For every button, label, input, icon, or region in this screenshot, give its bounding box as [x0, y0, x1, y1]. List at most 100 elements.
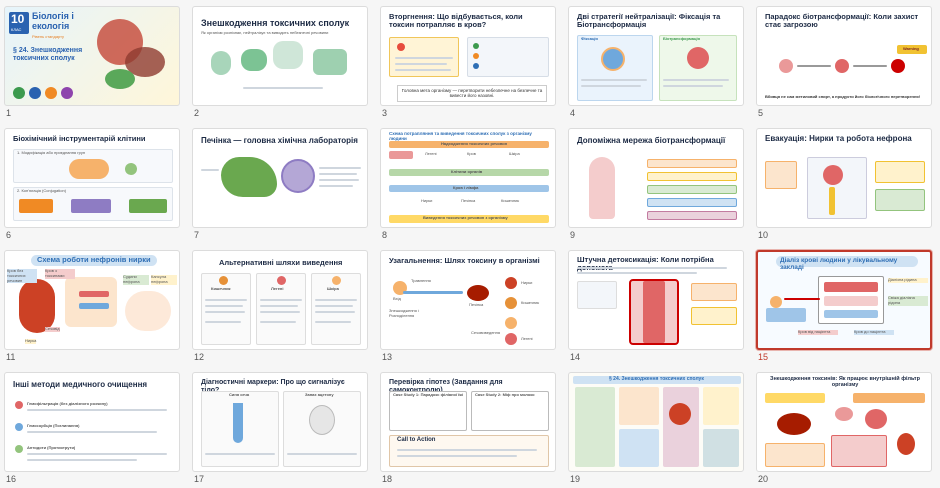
slide-thumbnail-1[interactable]: 10 КЛАС Біологія і екологія Рівень станд…	[4, 6, 180, 122]
slide-number: 14	[570, 352, 581, 362]
slide-2-subtitle: Як організм розпізнає, нейтралізує та ви…	[201, 30, 329, 35]
step-modification: 1. Модифікація або приєднання груп	[17, 150, 86, 155]
organ-kidneys: Нирки	[421, 198, 433, 203]
label-capsule: Капсула нефрона	[151, 274, 177, 285]
slide-number: 20	[758, 474, 769, 484]
liver-illustration	[241, 49, 267, 71]
slide-number: 5	[758, 108, 764, 118]
slide-11-canvas: Схема роботи нефронів нирки Кров без ток…	[4, 250, 180, 350]
col-intestine: Кишечник	[211, 286, 231, 291]
method-hemosorption: Гемосорбція (Поглинання)	[27, 423, 80, 428]
slide-number: 18	[382, 474, 393, 484]
slide-thumbnail-19[interactable]: § 24. Знешкодження токсичних сполук 19	[568, 372, 744, 488]
slide-thumbnail-8[interactable]: Схема потрапляння та виведення токсичних…	[380, 128, 556, 244]
lungs-illustration	[273, 41, 303, 69]
slide-number: 12	[194, 352, 205, 362]
step-neutralize: Знешкодження і Розподілення	[389, 308, 419, 318]
step-conjugation: 2. Кон'югація (Conjugation)	[17, 188, 67, 193]
slide-3-footer: Головна мета організму — перетворити неб…	[397, 85, 547, 102]
organ-skin: Шкіра	[509, 151, 520, 156]
slide-16-canvas: Інші методи медичного очищення Гемофільт…	[4, 372, 180, 472]
col-lungs: Легені	[271, 286, 284, 291]
step-kidneys: Нирки	[521, 280, 533, 285]
slide-14-canvas: Штучна детоксикація: Коли потрібна допом…	[568, 250, 744, 350]
slide-3-title: Вторгнення: Що відбувається, коли токсин…	[389, 12, 523, 30]
lungs-column	[256, 273, 306, 345]
slide-number: 10	[758, 230, 769, 240]
slide-thumbnail-2[interactable]: Знешкодження токсичних сполук Як організ…	[192, 6, 368, 122]
slide-number: 3	[382, 108, 388, 118]
slide-8-canvas: Схема потрапляння та виведення токсичних…	[380, 128, 556, 228]
liver-icon	[467, 285, 489, 301]
slide-2-title: Знешкодження токсичних сполук	[201, 18, 350, 28]
slide-thumbnail-11[interactable]: Схема роботи нефронів нирки Кров без ток…	[4, 250, 180, 366]
slide-2-canvas: Знешкодження токсичних сполук Як організ…	[192, 6, 368, 106]
slide-number: 7	[194, 230, 200, 240]
slide-thumbnail-10[interactable]: Евакуація: Нирки та робота нефрона 10	[756, 128, 932, 244]
marker-acetone: Запах ацетону	[305, 392, 334, 397]
lungs-icon	[865, 409, 887, 429]
label-toxic-blood: Кров з токсинами	[45, 268, 75, 279]
slide-thumbnail-4[interactable]: Дві стратегії нейтралізації: Фіксація та…	[568, 6, 744, 122]
step-lungs: Легені	[521, 336, 533, 341]
case-study-2: Case Study 2: Міф про молоко	[475, 392, 535, 397]
slide-13-canvas: Узагальнення: Шлях токсину в організмі В…	[380, 250, 556, 350]
slide-19-title: § 24. Знешкодження токсичних сполук	[609, 376, 704, 382]
liver-illustration	[221, 157, 277, 197]
slide-thumbnail-12[interactable]: Альтернативні шляхи виведення Кишечник Л…	[192, 250, 368, 366]
slide-thumbnail-17[interactable]: Діагностичні маркери: Про що сигналізує …	[192, 372, 368, 488]
step-digestion: Травлення	[411, 278, 431, 283]
slide-5-footer: Вбивця не сам метиловий спирт, а продукт…	[765, 94, 921, 99]
slide-thumbnail-13[interactable]: Узагальнення: Шлях токсину в організмі В…	[380, 250, 556, 366]
slide-thumbnail-7[interactable]: Печінка — головна хімічна лабораторія 7	[192, 128, 368, 244]
method-hemofiltration: Гемофільтрація (без діалізного розчину)	[27, 401, 108, 406]
slide-number: 16	[6, 474, 17, 484]
slide-number: 2	[194, 108, 200, 118]
slide-thumbnail-20[interactable]: Знешкодження токсинів: Як працює внутріш…	[756, 372, 932, 488]
warning-label: Warning	[903, 46, 919, 51]
slide-number: 17	[194, 474, 205, 484]
label-kidney: Нирка	[25, 338, 37, 344]
slide-thumbnail-6[interactable]: Біохімічний інструментарій клітини 1. Мо…	[4, 128, 180, 244]
slide-thumbnail-5[interactable]: Парадокс біотрансформації: Коли захист с…	[756, 6, 932, 122]
grade-badge-sub: КЛАС	[11, 27, 22, 32]
slide-thumbnail-14[interactable]: Штучна детоксикація: Коли потрібна допом…	[568, 250, 744, 366]
case-study-1: Case Study 1: Парадокс філіаної їжі	[393, 392, 464, 397]
slide-thumbnail-15[interactable]: Діаліз крові людини у лікувальному закла…	[756, 250, 932, 366]
method-antidotes: Антидоти (Протиотрути)	[27, 445, 76, 450]
slide-8-title: Схема потрапляння та виведення токсичних…	[389, 131, 532, 141]
slide-thumbnail-18[interactable]: Перевірка гіпотез (Завдання для самоконт…	[380, 372, 556, 488]
step-intestine: Кишечник	[521, 300, 540, 305]
slide-number: 4	[570, 108, 576, 118]
kidney-icon	[897, 433, 915, 455]
call-to-action: Call to Action	[397, 437, 436, 443]
slide-3-canvas: Вторгнення: Що відбувається, коли токсин…	[380, 6, 556, 106]
slide-thumbnail-16[interactable]: Інші методи медичного очищення Гемофільт…	[4, 372, 180, 488]
slide-6-title: Біохімічний інструментарій клітини	[13, 134, 146, 143]
warning-tag	[897, 45, 927, 54]
skin-illustration	[313, 49, 347, 75]
slide-number: 8	[382, 230, 388, 240]
slide-12-title: Альтернативні шляхи виведення	[219, 258, 343, 267]
grade-badge: 10	[11, 12, 25, 26]
organ-lungs: Легені	[425, 151, 437, 156]
slide-number: 11	[6, 352, 16, 362]
slide-number: 19	[570, 474, 581, 484]
slide-19-canvas: § 24. Знешкодження токсичних сполук	[568, 372, 744, 472]
kidney-illustration	[211, 51, 231, 75]
biotransformation-label: Біотрансформація	[663, 36, 700, 41]
slide-number: 6	[6, 230, 12, 240]
slide-thumbnail-9[interactable]: Допоміжна мережа біотрансформації 9	[568, 128, 744, 244]
test-tube-icon	[233, 403, 243, 443]
slide-17-canvas: Діагностичні маркери: Про що сигналізує …	[192, 372, 368, 472]
slide-number: 13	[382, 352, 393, 362]
slide-5-canvas: Парадокс біотрансформації: Коли захист с…	[756, 6, 932, 106]
body-silhouette	[589, 157, 615, 219]
label-dialysis-fluid: Діалізна рідина	[888, 277, 928, 283]
slide-10-canvas: Евакуація: Нирки та робота нефрона	[756, 128, 932, 228]
blood-lymph-label: Кров і лімфа	[453, 185, 479, 190]
patient-bed	[766, 308, 806, 322]
slide-thumbnail-3[interactable]: Вторгнення: Що відбувається, коли токсин…	[380, 6, 556, 122]
slide-7-canvas: Печінка — головна хімічна лабораторія	[192, 128, 368, 228]
organ-intestine: Кишечник	[501, 198, 520, 203]
